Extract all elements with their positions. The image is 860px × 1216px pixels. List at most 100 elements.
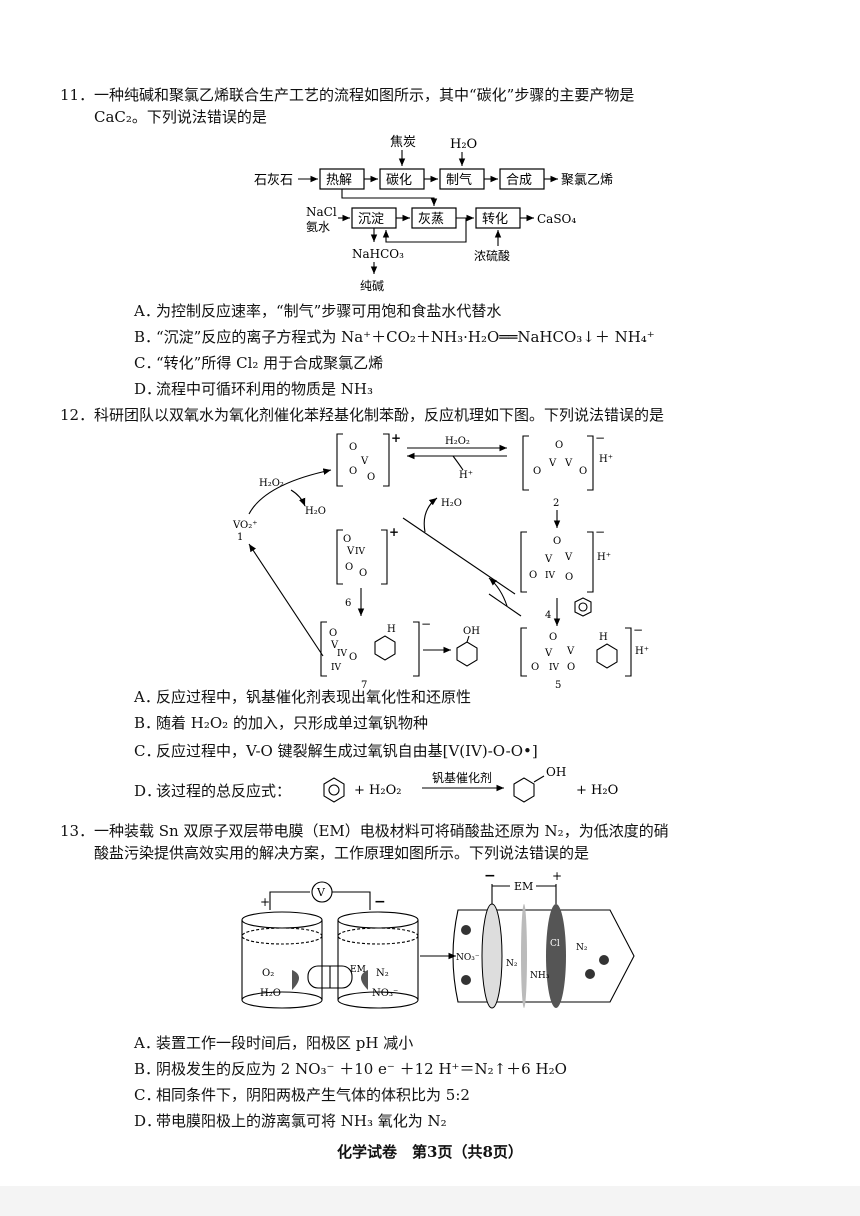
svg-text:V: V — [544, 648, 553, 659]
minus-em: − — [484, 870, 496, 884]
option-11C[interactable]: C．“转化”所得 Cl₂ 用于合成聚氯乙烯 — [134, 354, 384, 372]
option-11A[interactable]: A．为控制反应速率，“制气”步骤可用饱和食盐水代替水 — [134, 302, 502, 320]
species-num-1: 1 — [237, 532, 243, 543]
h-plus-3: H⁺ — [597, 552, 611, 563]
limestone-label: 石灰石 — [254, 173, 293, 188]
nacl-label: NaCl — [306, 205, 337, 219]
svg-text:O: O — [349, 652, 357, 663]
option-12D[interactable]: D．该过程的总反应式： — [134, 782, 292, 800]
box-convert: 转化 — [482, 212, 508, 227]
question-stem-line2: 酸盐污染提供高效实用的解决方案，工作原理如图所示。下列说法错误的是 — [94, 844, 590, 862]
svg-text:H: H — [387, 624, 396, 635]
no3-label: NO₃⁻ — [372, 988, 398, 999]
overall-equation: + H₂O₂ 钒基催化剂 OH + H₂O — [323, 765, 618, 803]
h2o-left: H₂O — [305, 506, 326, 517]
soda-label: 纯碱 — [360, 279, 384, 293]
option-11B[interactable]: B．“沉淀”反应的离子方程式为 Na⁺＋CO₂＋NH₃·H₂O══NaHCO₃↓… — [134, 328, 655, 346]
voltmeter-label: V — [316, 886, 326, 899]
page-footer: 化学试卷 第3页（共8页） — [337, 1143, 523, 1161]
eq-plus-h2o2: + H₂O₂ — [354, 783, 401, 798]
svg-text:−: − — [633, 623, 643, 637]
n2-label: N₂ — [376, 968, 389, 979]
svg-text:O: O — [531, 662, 539, 673]
plus-em: + — [552, 870, 562, 883]
svg-text:O: O — [343, 534, 351, 545]
acid-label: 浓硫酸 — [474, 248, 510, 263]
svg-text:IV: IV — [331, 663, 342, 673]
option-13B[interactable]: B．阴极发生的反应为 2 NO₃⁻ ＋10 e⁻ ＋12 H⁺＝N₂↑＋6 H₂… — [134, 1060, 567, 1078]
nh3-em: NH₃ — [530, 971, 550, 981]
svg-text:IV: IV — [549, 663, 560, 673]
svg-text:−: − — [595, 431, 605, 445]
box-ash-steam: 灰蒸 — [418, 212, 444, 227]
option-12C[interactable]: C．反应过程中，V-O 键裂解生成过氧钒自由基[V(IV)-O-O•] — [134, 742, 538, 760]
svg-text:O: O — [349, 442, 357, 453]
svg-text:O: O — [533, 466, 541, 477]
option-12A[interactable]: A．反应过程中，钒基催化剂表现出氧化性和还原性 — [134, 688, 472, 706]
question-number: 12． — [60, 406, 95, 424]
h2o-mid: H₂O — [441, 498, 462, 509]
n2-em-right: N₂ — [576, 943, 588, 953]
svg-text:O: O — [349, 466, 357, 477]
question-12: 12． 科研团队以双氧水为氧化剂催化苯羟基化制苯酚，反应机理如下图。下列说法错误… — [60, 404, 794, 426]
bottom-bar — [0, 1186, 860, 1216]
h-plus-top: H⁺ — [459, 470, 473, 481]
oh-phenol: OH — [463, 626, 480, 637]
svg-text:V: V — [566, 646, 575, 657]
svg-text:+: + — [389, 525, 399, 539]
no3-em: NO₃⁻ — [456, 953, 480, 963]
svg-text:O: O — [359, 568, 367, 579]
question-11: 11． 一种纯碱和聚氯乙烯联合生产工艺的流程如图所示，其中“碳化”步骤的主要产物… — [60, 84, 794, 128]
question-stem-line1: 一种纯碱和聚氯乙烯联合生产工艺的流程如图所示，其中“碳化”步骤的主要产物是 — [94, 86, 635, 104]
question-stem-line1: 一种装载 Sn 双原子双层带电膜（EM）电极材料可将硝酸盐还原为 N₂，为低浓度… — [94, 822, 669, 840]
svg-text:IV: IV — [355, 547, 366, 557]
svg-text:IV: IV — [337, 649, 348, 659]
svg-text:V: V — [544, 554, 553, 565]
svg-text:V: V — [330, 640, 339, 651]
species-num-6: 6 — [345, 598, 351, 609]
svg-text:IV: IV — [545, 571, 556, 581]
question-stem: 科研团队以双氧水为氧化剂催化苯羟基化制苯酚，反应机理如下图。下列说法错误的是 — [94, 406, 665, 424]
box-precipitate: 沉淀 — [358, 212, 384, 227]
em-small: EM — [350, 965, 366, 975]
option-13C[interactable]: C．相同条件下，阴阳两极产生气体的体积比为 5:2 — [134, 1086, 470, 1104]
option-13A[interactable]: A．装置工作一段时间后，阳极区 pH 减小 — [134, 1034, 414, 1052]
species-num-7: 7 — [361, 680, 367, 690]
svg-text:O: O — [367, 472, 375, 483]
box-gas: 制气 — [446, 172, 472, 188]
species-num-4: 4 — [545, 610, 551, 621]
plus-sign: + — [260, 895, 270, 909]
option-11D[interactable]: D．流程中可循环利用的物质是 NH₃ — [134, 380, 373, 398]
water-label: H₂O — [450, 137, 477, 152]
em-label: EM — [514, 880, 533, 893]
question-number: 13． — [60, 822, 95, 840]
box-pyrolysis: 热解 — [326, 173, 352, 188]
coke-label: 焦炭 — [390, 135, 416, 150]
option-13D[interactable]: D．带电膜阳极上的游离氯可将 NH₃ 氧化为 N₂ — [134, 1112, 447, 1130]
o2-label: O₂ — [262, 968, 274, 979]
h2o-label: H₂O — [260, 988, 281, 999]
svg-text:V: V — [548, 458, 557, 469]
svg-text:O: O — [579, 466, 587, 477]
nahco3-label: NaHCO₃ — [352, 247, 404, 261]
svg-text:V: V — [564, 552, 573, 563]
eq-plus-h2o: + H₂O — [576, 783, 618, 798]
svg-text:O: O — [329, 628, 337, 639]
svg-text:H: H — [599, 632, 608, 643]
svg-text:O: O — [565, 572, 573, 583]
svg-text:O: O — [553, 536, 561, 547]
question-stem-line2: CaC₂。下列说法错误的是 — [94, 108, 267, 126]
species-num-5: 5 — [555, 680, 561, 690]
svg-text:V: V — [346, 546, 355, 557]
h2o2-left: H₂O₂ — [259, 478, 284, 489]
flow-diagram: 焦炭 H₂O 石灰石 热解 碳化 制气 合成 聚氯乙烯 NaCl 氨水 沉淀 灰… — [254, 135, 613, 293]
option-12B[interactable]: B．随着 H₂O₂ 的加入，只形成单过氧钒物种 — [134, 714, 428, 732]
question-number: 11． — [60, 86, 95, 104]
svg-text:V: V — [360, 456, 369, 467]
svg-text:V: V — [564, 458, 573, 469]
minus-sign: − — [374, 894, 386, 910]
svg-text:+: + — [391, 431, 401, 445]
svg-text:H⁺: H⁺ — [599, 454, 613, 465]
n2-em: N₂ — [506, 959, 518, 969]
box-synthesis: 合成 — [506, 173, 532, 188]
